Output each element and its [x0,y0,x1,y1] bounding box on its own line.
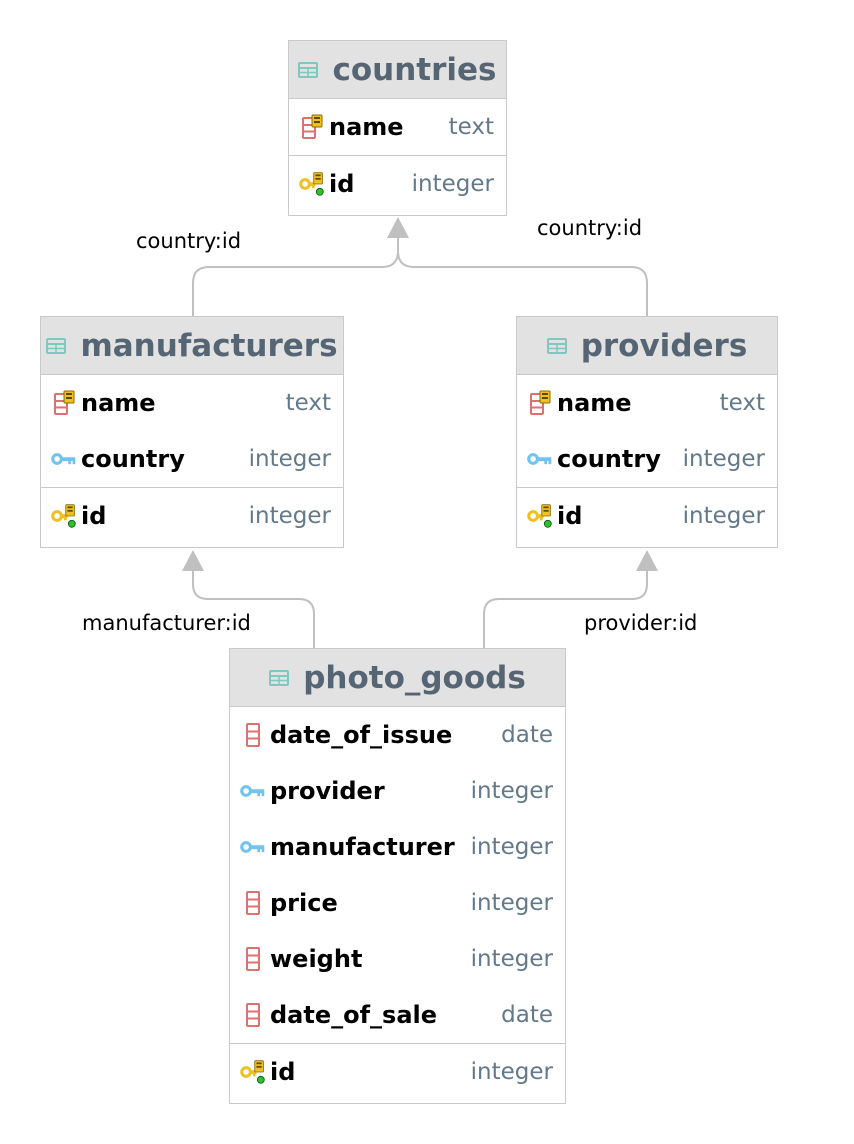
column-index-icon [527,390,553,416]
table-header[interactable]: countries [289,41,506,99]
field-type: integer [470,946,553,972]
field-row-country[interactable]: country integer [517,431,777,487]
field-type: date [501,722,553,748]
foreign-key-icon [240,778,266,804]
field-type: integer [682,502,765,529]
field-name: id [270,1057,296,1086]
table-manufacturers[interactable]: manufacturers name text country integer … [40,316,344,548]
table-countries[interactable]: countries name text id integer [288,40,507,216]
field-name: price [270,889,338,917]
field-type: date [501,1002,553,1028]
field-name: name [329,113,404,141]
field-row-id[interactable]: id integer [289,155,506,211]
field-name: name [557,389,632,417]
table-providers[interactable]: providers name text country integer id i… [516,316,778,548]
table-title: photo_goods [303,659,526,696]
field-row-price[interactable]: price integer [230,875,565,931]
column-icon [240,722,266,748]
field-name: id [557,501,583,530]
photo-goods-to-providers-link [483,570,648,648]
link-label-manufacturers-country: country:id [136,229,242,253]
table-icon [298,62,318,78]
field-row-manufacturer[interactable]: manufacturer integer [230,819,565,875]
field-type: integer [470,834,553,860]
field-type: text [719,390,765,416]
field-row-id[interactable]: id integer [517,487,777,543]
field-name: date_of_sale [270,1001,438,1029]
field-name: id [81,501,107,530]
field-name: date_of_issue [270,721,453,749]
field-type: integer [470,890,553,916]
field-row-date-of-issue[interactable]: date_of_issue date [230,707,565,763]
field-type: integer [248,446,331,472]
foreign-key-icon [51,446,77,472]
field-row-name[interactable]: name text [517,375,777,431]
field-type: integer [411,170,494,197]
table-title: providers [580,327,748,364]
field-row-date-of-sale[interactable]: date_of_sale date [230,987,565,1043]
photo-goods-to-manufacturers-link [192,570,315,648]
field-type: integer [470,1058,553,1085]
link-label-photo-goods-provider: provider:id [584,611,698,635]
field-type: integer [470,778,553,804]
field-row-provider[interactable]: provider integer [230,763,565,819]
column-index-icon [51,390,77,416]
column-index-icon [299,114,325,140]
providers-arrowhead [636,550,658,571]
field-name: provider [270,777,385,805]
column-icon [240,890,266,916]
foreign-key-icon [240,834,266,860]
field-name: name [81,389,156,417]
field-name: id [329,169,355,198]
table-icon [46,338,66,354]
field-name: country [557,445,661,473]
link-label-photo-goods-manufacturer: manufacturer:id [82,611,251,635]
field-type: integer [248,502,331,529]
field-row-name[interactable]: name text [289,99,506,155]
field-row-id[interactable]: id integer [230,1043,565,1099]
column-icon [240,1002,266,1028]
providers-to-countries-link [397,250,648,316]
field-row-weight[interactable]: weight integer [230,931,565,987]
field-name: manufacturer [270,833,455,861]
table-header[interactable]: manufacturers [41,317,343,375]
table-icon [547,338,567,354]
primary-key-icon [299,171,325,197]
primary-key-icon [51,503,77,529]
field-row-name[interactable]: name text [41,375,343,431]
table-header[interactable]: providers [517,317,777,375]
field-name: weight [270,945,363,973]
link-label-providers-country: country:id [537,216,643,240]
column-icon [240,946,266,972]
table-photo-goods[interactable]: photo_goods date_of_issue date provider … [229,648,566,1104]
table-header[interactable]: photo_goods [230,649,565,707]
field-type: text [285,390,331,416]
manufacturers-to-countries-link [192,238,399,316]
primary-key-icon [527,503,553,529]
table-title: countries [332,51,497,88]
field-row-country[interactable]: country integer [41,431,343,487]
field-type: integer [682,446,765,472]
primary-key-icon [240,1059,266,1085]
table-title: manufacturers [80,327,338,364]
field-row-id[interactable]: id integer [41,487,343,543]
foreign-key-icon [527,446,553,472]
table-icon [269,670,289,686]
field-name: country [81,445,185,473]
field-type: text [448,114,494,140]
countries-arrowhead [387,217,409,238]
manufacturers-arrowhead [182,550,204,571]
